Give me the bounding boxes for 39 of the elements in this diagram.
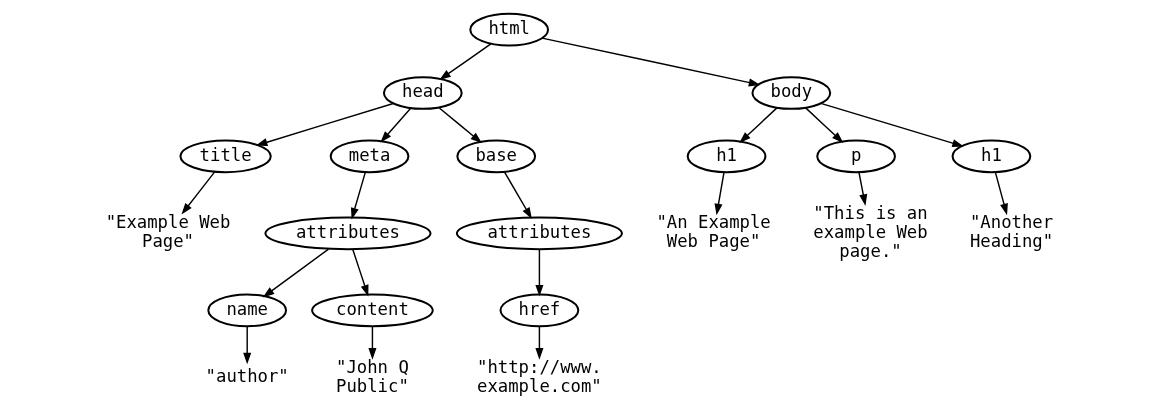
arrow	[534, 248, 543, 297]
arrow	[438, 43, 492, 80]
arrow	[350, 171, 366, 220]
arrow	[819, 102, 964, 148]
arrow	[804, 107, 843, 143]
arrow	[262, 248, 329, 298]
arrow	[379, 107, 411, 143]
node-ellipse: head	[382, 76, 463, 110]
node-text: "John Q Public"	[335, 357, 409, 396]
arrow	[255, 102, 394, 147]
node-text: "Another Heading"	[969, 212, 1053, 252]
node-ellipse: href	[499, 293, 579, 328]
node-ellipse: base	[455, 139, 536, 174]
arrow	[738, 107, 778, 143]
node-text: "http://www. example.com"	[476, 357, 602, 396]
arrow	[503, 171, 532, 220]
node-ellipse: body	[750, 76, 831, 110]
arrow	[367, 326, 376, 360]
arrow	[857, 171, 867, 206]
node-text: "This is an example Web page."	[812, 203, 928, 261]
arrow	[540, 37, 760, 87]
arrow	[534, 326, 543, 360]
node-ellipse: meta	[329, 139, 409, 174]
node-ellipse: p	[815, 139, 896, 174]
node-ellipse: content	[310, 293, 434, 328]
node-ellipse: html	[468, 12, 549, 47]
node-text: "An Example Web Page"	[655, 212, 771, 252]
arrow	[180, 171, 215, 215]
arrow	[242, 326, 251, 365]
node-ellipse: attributes	[263, 216, 431, 251]
arrow	[351, 248, 368, 297]
node-ellipse: attributes	[455, 216, 623, 251]
arrow	[437, 106, 482, 144]
node-text: "author"	[205, 366, 289, 387]
node-ellipse: name	[206, 293, 287, 328]
node-text: "Example Web Page"	[105, 212, 230, 252]
arrow	[714, 171, 725, 216]
node-ellipse: h1	[686, 139, 766, 174]
arrow	[994, 171, 1008, 216]
